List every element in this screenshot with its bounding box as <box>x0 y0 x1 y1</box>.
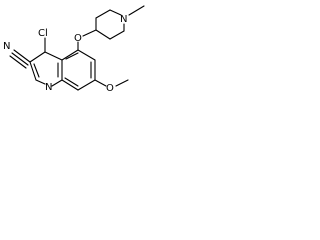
bond-pip-c2-n <box>109 9 122 16</box>
methoxy-group: O <box>94 79 129 94</box>
bond-c8-c8a-double <box>64 77 79 87</box>
ether-oxygen-label: O <box>74 33 82 44</box>
bond-c8-c8a <box>61 79 79 91</box>
bond-c5-c6 <box>77 49 96 61</box>
pyridine-ring: N <box>29 51 63 93</box>
bond-o-methyl <box>115 79 129 87</box>
piperidine-nitrogen-label: N <box>120 14 127 25</box>
nitrile-bond-1 <box>13 49 31 63</box>
bond-c4a-c5-double <box>65 52 79 60</box>
bond-pip-c5-c4 <box>95 29 111 40</box>
bond-c4-c4a <box>44 51 63 61</box>
nitrile-nitrogen-label: N <box>3 41 10 52</box>
bond-n-methyl <box>128 5 145 16</box>
nitrile-bond-3 <box>9 55 27 69</box>
chloro-substituent: Cl <box>38 28 48 53</box>
ring-nitrogen-label: N <box>45 82 52 93</box>
nitrile-bond-2 <box>11 52 29 66</box>
piperidine-ring: N <box>95 5 145 40</box>
methoxy-oxygen-label: O <box>106 83 114 94</box>
bond-c8a-n1 <box>51 79 63 87</box>
bond-pip-c6-c5 <box>109 30 125 40</box>
bond-c2-c3-double <box>33 63 40 78</box>
bond-c7-o <box>94 79 107 87</box>
bond-c3-c4 <box>29 51 46 63</box>
benzene-ring <box>61 49 96 91</box>
bond-c4a-c5 <box>61 49 79 61</box>
nitrile-group: N <box>3 41 31 69</box>
bond-c2-c3 <box>29 61 37 81</box>
bond-o-piperidine <box>82 29 97 37</box>
ether-linkage: O <box>74 29 97 51</box>
chlorine-label: Cl <box>38 28 48 39</box>
chemical-structure-diagram: N N Cl <box>0 0 160 120</box>
bond-pip-c3-c2 <box>95 9 111 19</box>
molecule-structure-svg: N N Cl <box>3 5 145 94</box>
bond-c7-c8 <box>77 79 96 91</box>
bond-n1-c2 <box>35 79 46 85</box>
